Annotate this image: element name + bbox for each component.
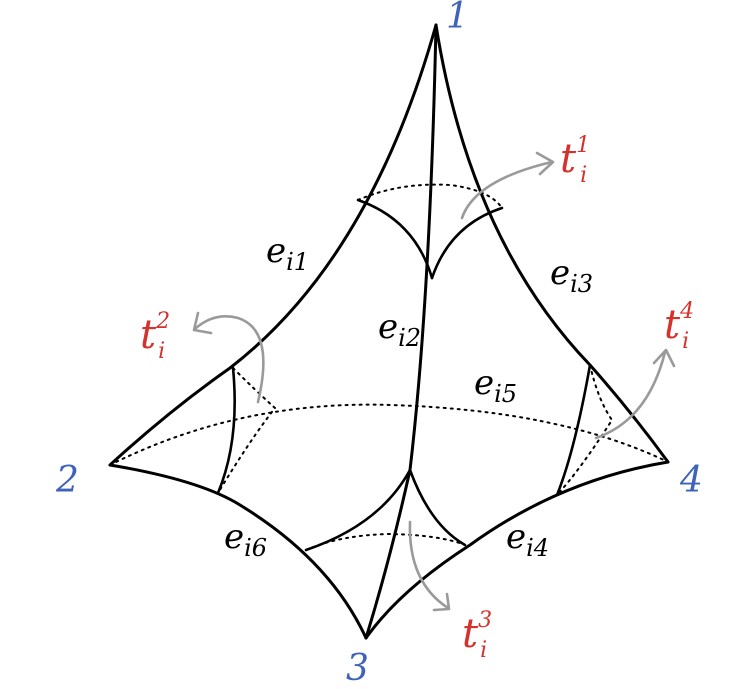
edge-label-e-i5: ei5 [474,363,517,408]
truncation-bottom-right [408,468,467,547]
arrow-t3-head [432,592,451,612]
hidden-truncation-right [556,364,614,496]
vertex-label-2: 2 [55,460,79,501]
edge-label-e-i3: ei3 [550,253,593,298]
truncation-top-right [430,206,504,280]
arrow-t2-head [192,311,213,335]
edge-e-i2 [364,23,438,640]
edge-label-e-i6: ei6 [224,517,267,562]
edge-label-e-i4: ei4 [506,517,549,562]
vertex-label-1: 1 [446,0,469,37]
arrow-t4 [594,350,667,440]
hidden-edge-2-4 [109,403,669,466]
hidden-curve-top [357,183,503,209]
edge-label-e-i2: ei2 [378,307,421,352]
vertex-label-4: 4 [679,460,703,501]
edge-e-i1 [108,23,438,467]
hidden-truncation-left [217,367,277,494]
edge-e-i6 [108,463,368,640]
truncation-top-left [356,198,434,280]
truncation-left [216,366,236,495]
arrow-t3 [408,520,450,610]
arrow-t1 [460,160,554,220]
arrow-t2 [194,315,265,404]
edge-e-i4 [364,460,670,640]
edge-label-e-i1: ei1 [266,231,309,276]
arrow-t1-head [535,151,555,176]
truncation-bottom-left [304,468,412,552]
truncation-right [555,363,592,497]
vertex-label-3: 3 [346,648,369,689]
edge-e-i3 [434,23,670,464]
arrow-t4-head [652,348,676,368]
